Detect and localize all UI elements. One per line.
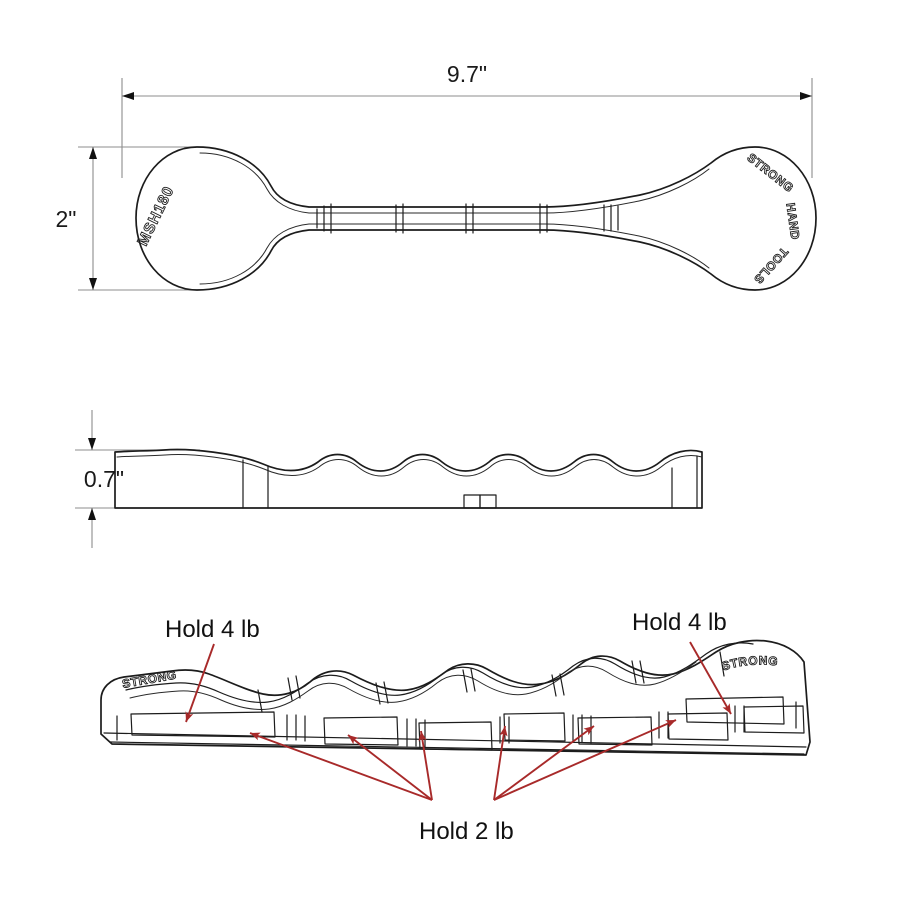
side-view-end-blocks [242,455,698,509]
top-view-ribs [316,203,619,234]
magnet-pocket-large-right [685,696,785,725]
magnet-pocket-large-left [130,711,276,738]
callout-leader-group-hold-2lb [249,719,677,801]
magnet-pocket-4 [577,716,653,746]
bottom-view-group: STRONG STRONG Hold 4 lb Hold 4 lb Hold 2… [100,609,811,845]
side-view-wave-inner [116,454,703,477]
callout-label-hold-2lb: Hold 2 lb [419,818,514,845]
bottom-view-front-band-lower [109,741,805,755]
top-view-model-label-group: MSH180 [134,183,178,249]
bottom-view-outer-shell [100,639,811,756]
bottom-view-brand-label: STRONG [720,653,779,673]
brand-line-strong: STRONG [745,150,797,195]
top-view-inner-edge [199,152,710,214]
top-view-brand-label-group: STRONG HAND TOOLS [744,150,803,287]
magnet-pocket-5 [667,712,729,741]
magnet-pocket-6 [743,705,805,734]
callout-label-hold-4lb-right: Hold 4 lb [632,609,727,636]
callout-leader-hold-4lb-left [185,643,215,723]
top-view-body-outline [135,146,817,291]
magnet-pocket-2 [418,721,493,751]
dimension-label-height: 0.7" [84,466,124,492]
bottom-view-magnet-pockets [130,696,805,751]
side-view-center-notch [463,494,497,509]
brand-line-hand: HAND [783,202,802,241]
bottom-view-ribs [257,651,725,713]
side-view-group: 0.7" [75,410,703,548]
bottom-view-front-band [103,732,807,748]
dimension-label-width: 2" [56,206,77,232]
dimension-label-length: 9.7" [447,61,487,87]
top-view-model-label: MSH180 [134,183,177,248]
magnet-pocket-1 [323,716,399,746]
side-view-profile [114,448,703,509]
bottom-view-ridge-line-secondary [129,661,697,710]
bottom-view-brand-text: STRONG [720,653,779,673]
callout-label-hold-4lb-left: Hold 4 lb [165,616,260,643]
top-view-inner-edge-lower [199,223,710,285]
bottom-view-left-label-group: STRONG [121,667,178,691]
top-view-group: 9.7" 2" [56,61,817,291]
bottom-view-ridge-line [125,642,754,704]
magnet-pocket-3 [503,712,566,742]
callout-leader-hold-4lb-right [689,641,732,715]
bottom-view-left-label: STRONG [121,668,178,691]
